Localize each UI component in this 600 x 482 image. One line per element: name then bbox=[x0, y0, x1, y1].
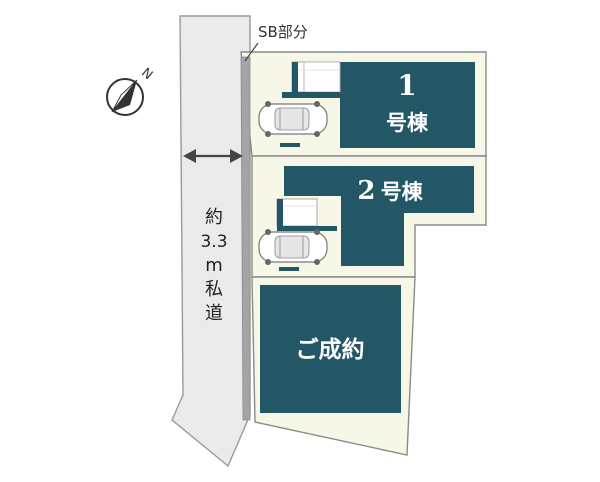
sb-label: SB部分 bbox=[258, 23, 308, 41]
lot-1-suffix: 号棟 bbox=[386, 111, 429, 135]
road-label-char-2: 3.3 bbox=[200, 232, 227, 252]
compass-north-label: N bbox=[138, 66, 155, 84]
north-compass-icon: N bbox=[106, 66, 155, 116]
road-label: 約 3.3 m 私 道 bbox=[200, 207, 227, 324]
lot-1-entrance bbox=[282, 61, 341, 98]
private-road bbox=[171, 15, 251, 468]
lot-1-number: 1 bbox=[397, 69, 416, 102]
lot-2-number: 2 bbox=[357, 176, 375, 206]
road-width-arrow bbox=[183, 149, 243, 163]
road-label-char-4: 私 bbox=[205, 279, 223, 300]
setback-strip bbox=[240, 56, 251, 421]
lot-2-building bbox=[284, 166, 474, 266]
lot-2-car bbox=[258, 229, 328, 265]
lot-1-building bbox=[340, 62, 475, 148]
lot-1-car-stop bbox=[280, 143, 300, 147]
lot-1-car bbox=[258, 101, 328, 137]
lot-3-status: ご成約 bbox=[296, 336, 365, 363]
lot-3-building bbox=[260, 285, 401, 413]
road-label-char-1: 約 bbox=[205, 207, 223, 228]
road-label-char-5: 道 bbox=[205, 303, 223, 324]
lot-2-suffix: 号棟 bbox=[381, 180, 424, 204]
lot-2-car-stop bbox=[279, 267, 299, 271]
road-label-char-3: m bbox=[205, 255, 223, 276]
sb-leader-line bbox=[244, 42, 259, 62]
lot-2-entrance bbox=[276, 198, 337, 231]
lot-2-label: 2 号棟 bbox=[357, 176, 423, 206]
